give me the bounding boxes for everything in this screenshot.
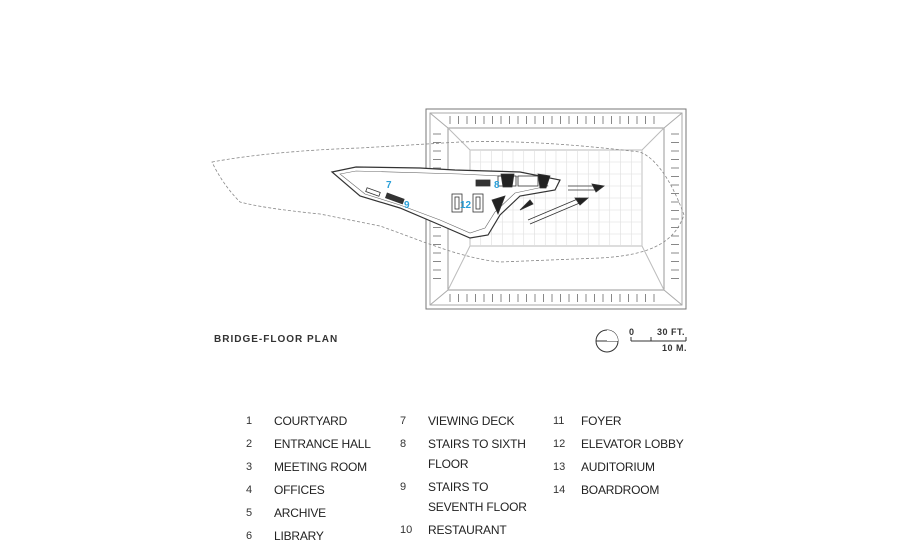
legend-item: 4 OFFICES xyxy=(246,480,384,500)
legend-label: BOARDROOM xyxy=(581,483,660,497)
legend-item: 9 STAIRS TO SEVENTH FLOOR xyxy=(400,477,538,517)
legend-label: COURTYARD xyxy=(274,414,348,428)
legend-label: RESTAURANT xyxy=(428,523,507,537)
plan-title: BRIDGE-FLOOR PLAN xyxy=(214,334,339,345)
legend-label: ENTRANCE HALL xyxy=(274,437,371,451)
legend-number: 3 xyxy=(246,461,253,473)
legend-column-2: 7 VIEWING DECK 8 STAIRS TO SIXTH FLOOR 9 ST… xyxy=(400,411,538,543)
legend-label: AUDITORIUM xyxy=(581,460,655,474)
legend-number: 13 xyxy=(553,461,566,473)
scale-zero: 0 xyxy=(629,327,635,337)
legend-label: LIBRARY xyxy=(274,529,324,543)
legend-label: VIEWING DECK xyxy=(428,414,515,428)
bridge-inner-edge xyxy=(339,170,549,234)
legend-number: 14 xyxy=(553,484,566,496)
legend-number: 7 xyxy=(400,415,407,427)
scale-m: 10 M. xyxy=(662,343,688,353)
legend-item: 3 MEETING ROOM xyxy=(246,457,384,477)
legend-item: 13 AUDITORIUM xyxy=(553,457,691,477)
legend-label: OFFICES xyxy=(274,483,325,497)
legend-item: 8 STAIRS TO SIXTH FLOOR xyxy=(400,434,538,474)
scale-bar xyxy=(630,337,687,342)
legend-item: 6 LIBRARY xyxy=(246,526,384,546)
legend-item: 1 COURTYARD xyxy=(246,411,384,431)
legend-number: 10 xyxy=(400,524,413,536)
legend-item: 5 ARCHIVE xyxy=(246,503,384,523)
scale-ft: 30 FT. xyxy=(657,327,686,337)
north-arrow-icon xyxy=(595,329,619,353)
site-boundary xyxy=(211,141,685,263)
legend-label: STAIRS TO SEVENTH FLOOR xyxy=(428,480,527,514)
legend-number: 8 xyxy=(400,438,407,450)
legend-number: 9 xyxy=(400,481,407,493)
legend-number: 1 xyxy=(246,415,253,427)
legend-label: STAIRS TO SIXTH FLOOR xyxy=(428,437,526,471)
legend-label: MEETING ROOM xyxy=(274,460,367,474)
room-label-12: 12 xyxy=(460,200,472,211)
legend-number: 5 xyxy=(246,507,253,519)
legend-number: 6 xyxy=(246,530,253,542)
room-label-9: 9 xyxy=(404,200,410,211)
room-label-7: 7 xyxy=(386,180,392,191)
legend-column-3: 11 FOYER 12 ELEVATOR LOBBY 13 AUDITORIUM 14… xyxy=(553,411,691,503)
legend-label: FOYER xyxy=(581,414,622,428)
legend-item: 12 ELEVATOR LOBBY xyxy=(553,434,691,454)
legend-number: 4 xyxy=(246,484,253,496)
legend-item: 11 FOYER xyxy=(553,411,691,431)
legend-number: 11 xyxy=(553,415,565,427)
legend-item: 10 RESTAURANT xyxy=(400,520,538,540)
legend-number: 12 xyxy=(553,438,566,450)
room-label-8: 8 xyxy=(494,180,500,191)
legend-item: 14 BOARDROOM xyxy=(553,480,691,500)
bridge-elements xyxy=(365,173,605,225)
legend-label: ARCHIVE xyxy=(274,506,326,520)
legend-item: 2 ENTRANCE HALL xyxy=(246,434,384,454)
legend-number: 2 xyxy=(246,438,253,450)
legend-item: 7 VIEWING DECK xyxy=(400,411,538,431)
legend-label: ELEVATOR LOBBY xyxy=(581,437,684,451)
